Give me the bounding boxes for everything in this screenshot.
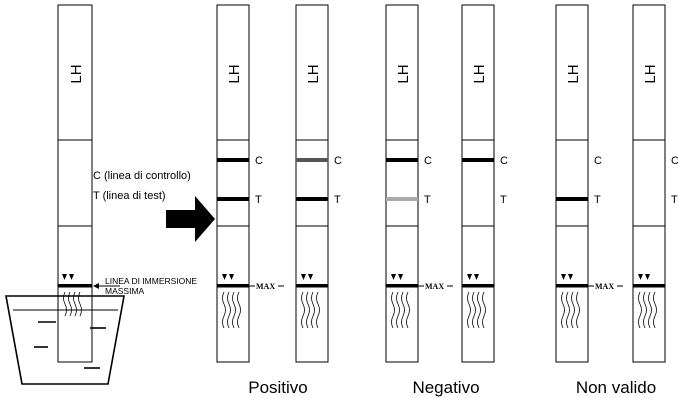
strip-label: LH [305, 64, 322, 83]
result-strip: LH C T MAX [555, 4, 623, 363]
big-arrow-icon [166, 196, 215, 242]
strip-label: LH [565, 64, 582, 83]
wave-icon [638, 291, 657, 329]
arrow-marks-icon [222, 274, 234, 280]
max-label: MAX [425, 282, 444, 291]
test-line [386, 197, 418, 201]
wave-icon [63, 291, 82, 317]
t-line-label: T [671, 194, 678, 206]
wave-icon [391, 291, 410, 329]
arrow-marks-icon [638, 274, 650, 280]
max-immersion-line [296, 284, 328, 288]
max-immersion-line [217, 284, 249, 288]
liquid-container [5, 295, 125, 385]
arrow-marks-icon [62, 274, 74, 280]
t-line-label: T [255, 194, 262, 206]
c-line-label: C [500, 155, 508, 167]
arrow-marks-icon [391, 274, 403, 280]
t-line-label: T [500, 194, 507, 206]
max-immersion-line [633, 284, 665, 288]
test-line [217, 197, 249, 201]
result-strip: LH C T MAX [216, 4, 284, 363]
immersion-label-1: LINEA DI IMMERSIONE [105, 276, 197, 286]
result-strip: LH C T MAX [385, 4, 453, 363]
test-line [556, 197, 588, 201]
group-label-positivo: Positivo [248, 378, 308, 397]
max-immersion-line [386, 284, 418, 288]
strip-label: LH [642, 64, 659, 83]
arrow-marks-icon [301, 274, 313, 280]
c-line-label: C [671, 155, 678, 167]
arrow-left-icon [93, 283, 99, 289]
wave-icon [561, 291, 580, 329]
max-immersion-line [58, 284, 92, 288]
dipping-strip: LH [57, 4, 93, 363]
legend-c: C (linea di controllo) [93, 170, 191, 182]
control-line [296, 158, 328, 162]
control-line [462, 158, 494, 162]
result-strip: LH C T [632, 4, 678, 363]
strip-label: LH [68, 64, 85, 83]
test-line [296, 197, 328, 201]
wave-icon [222, 291, 241, 329]
group-label-non-valido: Non valido [576, 378, 656, 397]
group-label-negativo: Negativo [412, 378, 479, 397]
t-line-label: T [594, 194, 601, 206]
max-immersion-line [462, 284, 494, 288]
control-line [217, 158, 249, 162]
max-label: MAX [595, 282, 614, 291]
immersion-label-2: MASSIMA [105, 286, 145, 296]
wave-icon [301, 291, 320, 329]
control-line [386, 158, 418, 162]
strip-label: LH [395, 64, 412, 83]
arrow-marks-icon [467, 274, 479, 280]
result-strip: LH C T [461, 4, 508, 363]
strip-label: LH [471, 64, 488, 83]
max-immersion-line [556, 284, 588, 288]
t-line-label: T [424, 194, 431, 206]
wave-icon [467, 291, 486, 329]
c-line-label: C [255, 155, 263, 167]
t-line-label: T [334, 194, 341, 206]
c-line-label: C [594, 155, 602, 167]
result-strip: LH C T [295, 4, 342, 363]
result-strips: LH C T MAX LH C T LH C T MAX LH C T LH C T MAX LH C T [216, 4, 678, 363]
immersion-indicator: LINEA DI IMMERSIONE MASSIMA [93, 276, 197, 296]
max-label: MAX [256, 282, 275, 291]
c-line-label: C [424, 155, 432, 167]
c-line-label: C [334, 155, 342, 167]
legend-t: T (linea di test) [93, 190, 166, 202]
arrow-marks-icon [561, 274, 573, 280]
strip-label: LH [226, 64, 243, 83]
